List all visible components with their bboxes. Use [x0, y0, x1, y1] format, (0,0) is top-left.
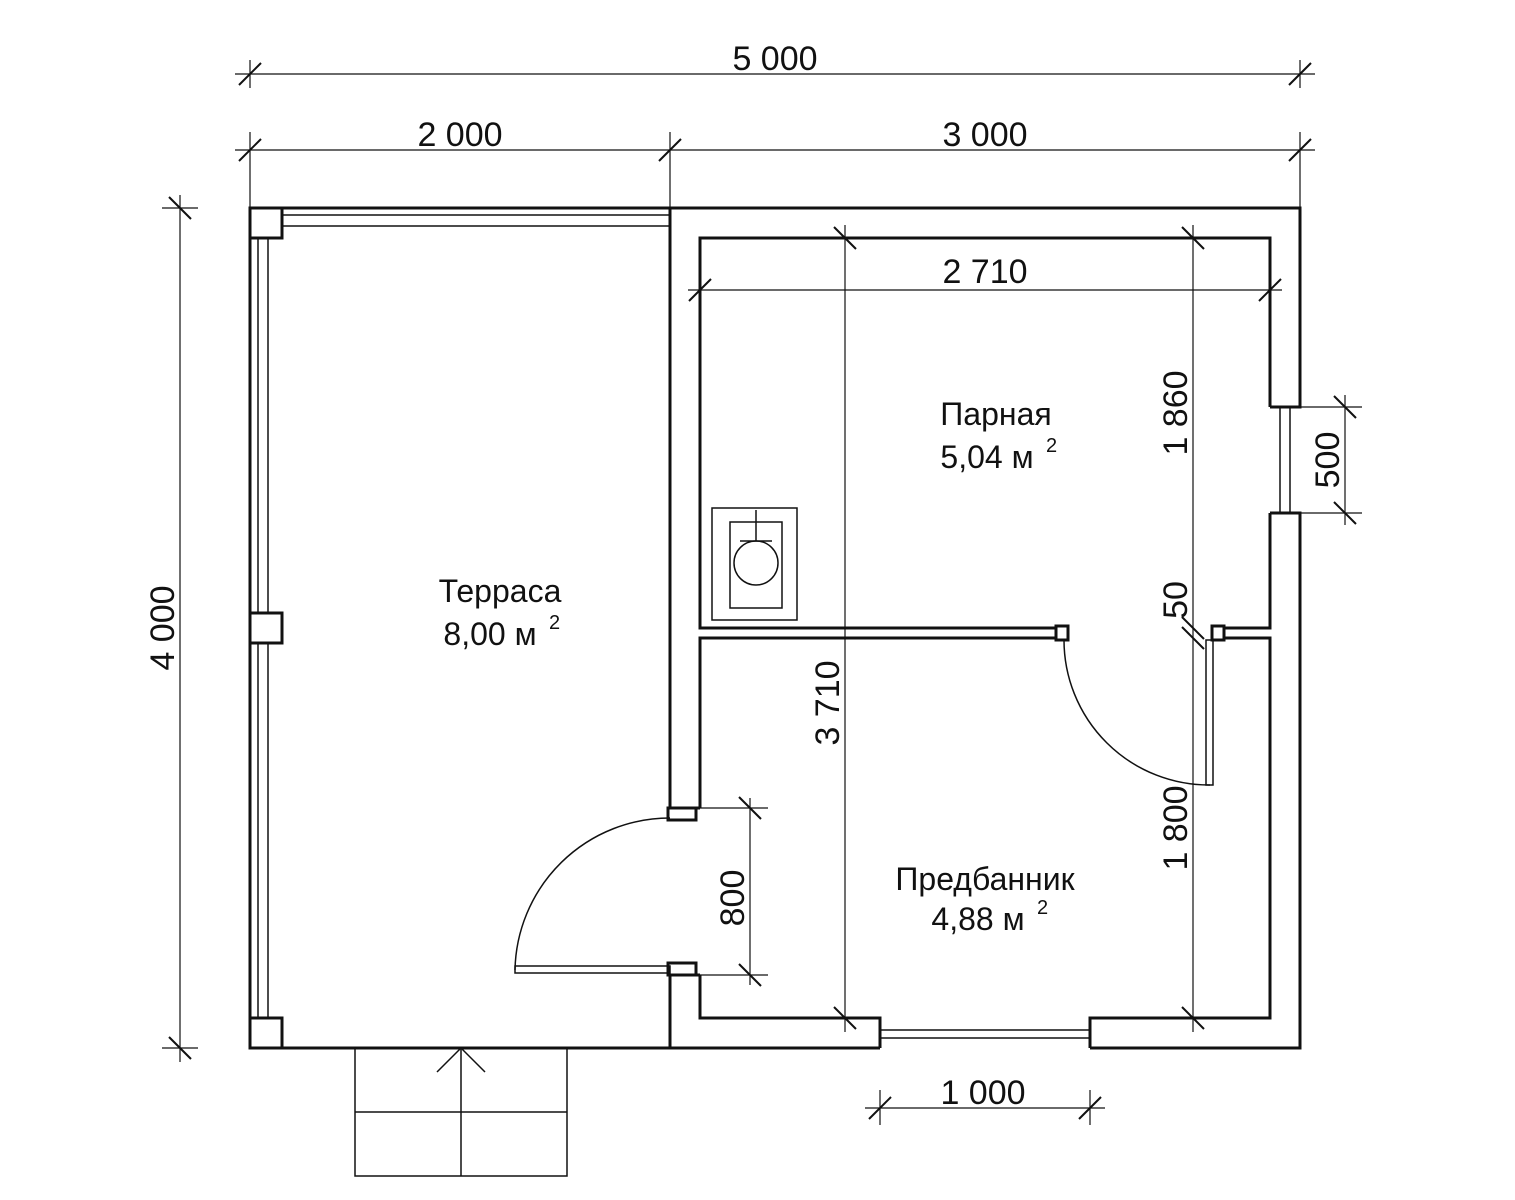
- outer-wall: [670, 206, 1302, 409]
- terrace-post: [248, 611, 284, 645]
- dimension-tick: [1181, 616, 1205, 640]
- stove-burner: [733, 540, 779, 586]
- room-name: Предбанник: [895, 861, 1075, 897]
- outer-wall: [1090, 511, 1302, 1050]
- room-area-superscript: 2: [1037, 897, 1048, 919]
- dim-house-inner-height: 3 710: [809, 660, 847, 745]
- dimension-tick: [1333, 395, 1357, 419]
- steam-room-door: [1054, 624, 1226, 786]
- door-leaf: [514, 965, 671, 974]
- stove-base: [711, 507, 798, 621]
- dimension-tick: [738, 796, 762, 820]
- dimension-tick: [1288, 62, 1312, 86]
- dimension-tick: [1078, 1096, 1102, 1120]
- dimension-tick: [238, 62, 262, 86]
- door-swing-arc: [514, 817, 671, 971]
- sauna-stove-icon: [711, 507, 798, 621]
- stairs-arrow-icon: [436, 1046, 486, 1073]
- steam-room-inner-wall: [1216, 513, 1272, 630]
- dim-partition-gap: 50: [1157, 581, 1195, 619]
- dimension-tick: [1288, 138, 1312, 162]
- anteroom-inner-wall: [1088, 636, 1272, 1048]
- door-frame: [1054, 624, 1070, 642]
- room-area-superscript: 2: [549, 612, 560, 634]
- dim-overall-height: 4 000: [144, 585, 182, 670]
- dimension-tick: [1181, 626, 1205, 650]
- dimension-labels: 5 000 2 000 3 000 2 710 1 000 4 000 3 71…: [144, 40, 1347, 1112]
- windows: [880, 407, 1291, 1039]
- dimension-tick: [658, 138, 682, 162]
- dimension-tick: [238, 138, 262, 162]
- dim-terrace-width: 2 000: [417, 116, 502, 154]
- room-steam-label: Парная 5,04 м 2: [940, 396, 1057, 475]
- dim-anteroom-height: 1 800: [1157, 785, 1195, 870]
- room-area-superscript: 2: [1046, 435, 1057, 457]
- room-area: 8,00 м: [443, 616, 536, 652]
- dimension-tick: [1181, 226, 1205, 250]
- dimension-tick: [168, 1036, 192, 1060]
- terrace-post: [248, 1016, 284, 1050]
- dimension-tick: [688, 278, 712, 302]
- room-name: Терраса: [439, 573, 562, 609]
- dimension-tick: [833, 1006, 857, 1030]
- anteroom-inner-wall: [698, 636, 1058, 808]
- room-terrace-label: Терраса 8,00 м 2: [439, 573, 562, 652]
- dimension-tick: [1258, 278, 1282, 302]
- dim-window-right: 500: [1309, 432, 1347, 489]
- anteroom-inner-wall: [698, 975, 882, 1048]
- dimension-tick: [168, 196, 192, 220]
- door-leaf: [1205, 639, 1214, 786]
- entry-door: [514, 806, 698, 977]
- door-frame: [666, 806, 698, 822]
- door-frame: [1210, 624, 1226, 642]
- terrace-post: [248, 206, 284, 240]
- room-area: 5,04 м: [940, 439, 1033, 475]
- entrance-stairs: [354, 1046, 568, 1177]
- door-swing-arc: [1063, 639, 1211, 786]
- steam-room-inner-wall: [698, 236, 1272, 630]
- door-frame: [666, 961, 698, 977]
- dim-overall-width: 5 000: [732, 40, 817, 78]
- dimension-lines: [162, 60, 1362, 1125]
- room-anteroom-label: Предбанник 4,88 м 2: [895, 861, 1075, 937]
- dimension-tick: [738, 963, 762, 987]
- house-walls: [668, 206, 1302, 1050]
- dim-bottom-window: 1 000: [940, 1074, 1025, 1112]
- room-name: Парная: [940, 396, 1051, 432]
- room-area: 4,88 м: [931, 901, 1024, 937]
- dim-house-width: 3 000: [942, 116, 1027, 154]
- dim-steam-room-height: 1 860: [1157, 370, 1195, 455]
- dim-entry-door: 800: [714, 870, 752, 927]
- dimension-tick: [1181, 1006, 1205, 1030]
- dim-steam-room-width: 2 710: [942, 253, 1027, 291]
- dimension-tick: [1333, 501, 1357, 525]
- dimension-tick: [868, 1096, 892, 1120]
- dimension-tick: [833, 226, 857, 250]
